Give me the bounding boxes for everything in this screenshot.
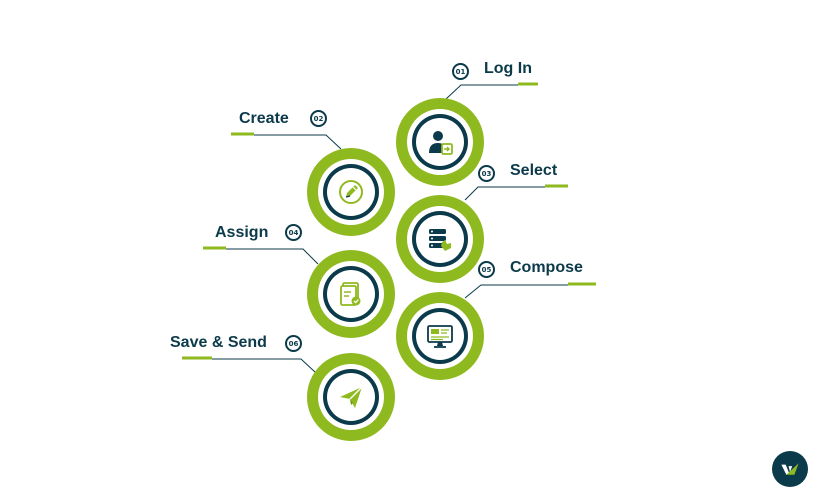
step-4-label: Assign <box>215 224 269 241</box>
step-1-label: Log In <box>484 60 532 77</box>
step-4-number: 04 <box>285 224 302 241</box>
document-check-icon <box>340 282 361 306</box>
user-login-icon <box>429 131 453 155</box>
step-1-number: 01 <box>452 63 469 80</box>
step-1-circle <box>396 98 484 186</box>
connector-step-6 <box>212 358 316 373</box>
step-3-label: Select <box>510 162 558 179</box>
step-2-label: Create <box>239 110 289 127</box>
step-5-number: 05 <box>478 261 495 278</box>
step-5-circle <box>396 292 484 380</box>
connector-step-5 <box>464 284 568 299</box>
step-2-number: 02 <box>310 110 327 127</box>
step-6-number: 06 <box>285 335 302 352</box>
step-3-number: 03 <box>478 165 495 182</box>
pencil-icon <box>339 180 363 204</box>
brand-logo <box>772 451 808 487</box>
connector-step-2 <box>254 134 342 150</box>
connector-step-1 <box>445 84 518 100</box>
brand-logo-icon <box>781 463 799 475</box>
step-6-circle <box>307 353 395 441</box>
monitor-compose-icon <box>427 325 453 348</box>
connector-step-3 <box>464 186 545 201</box>
step-2-circle <box>307 148 395 236</box>
list-select-icon <box>429 229 451 251</box>
paper-plane-icon <box>340 386 363 408</box>
step-5-label: Compose <box>510 259 583 276</box>
step-6-label: Save & Send <box>170 334 267 351</box>
connector-step-4 <box>226 248 319 265</box>
step-4-circle <box>307 250 395 338</box>
step-3-circle <box>396 195 484 283</box>
